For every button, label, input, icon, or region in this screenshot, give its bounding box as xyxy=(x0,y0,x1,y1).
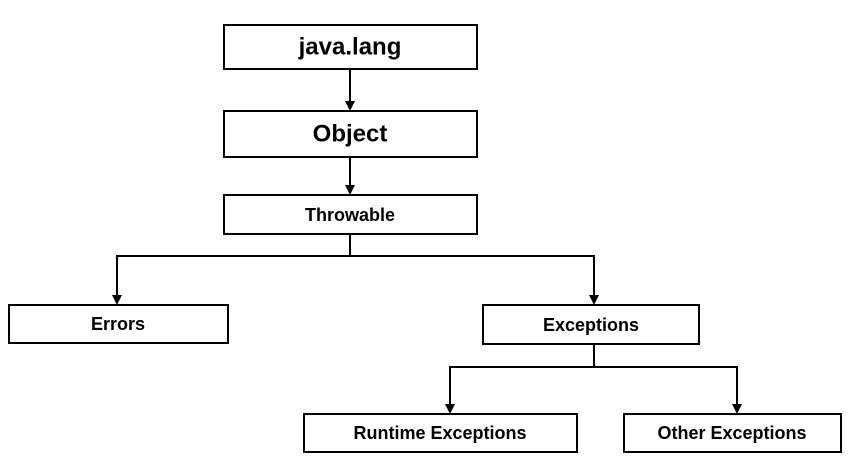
node-java-lang-box xyxy=(223,24,478,70)
node-other-exceptions-box xyxy=(623,413,842,453)
node-errors-label: Errors xyxy=(91,314,145,334)
node-other-exceptions-label: Other Exceptions xyxy=(657,423,806,443)
arrowhead-other-exceptions xyxy=(732,404,742,414)
node-runtime-exceptions-box xyxy=(303,413,578,453)
node-runtime-exceptions: Runtime Exceptions xyxy=(303,413,578,453)
node-exceptions-box xyxy=(482,304,700,345)
arrowhead-exceptions xyxy=(589,295,599,305)
arrowhead-errors xyxy=(112,295,122,305)
node-other-exceptions: Other Exceptions xyxy=(623,413,842,453)
node-java-lang: java.lang xyxy=(223,24,478,70)
node-exceptions: Exceptions xyxy=(482,304,700,345)
node-errors-box xyxy=(8,304,229,344)
node-java-lang-label: java.lang xyxy=(298,34,402,61)
node-object-label: Object xyxy=(313,121,388,148)
node-exceptions-label: Exceptions xyxy=(543,315,639,335)
node-runtime-exceptions-label: Runtime Exceptions xyxy=(353,423,526,443)
edges xyxy=(112,69,742,414)
arrowhead-throwable xyxy=(345,185,355,195)
node-throwable-box xyxy=(223,194,478,235)
node-throwable: Throwable xyxy=(223,194,478,235)
node-errors: Errors xyxy=(8,304,229,344)
arrowhead-runtime-exceptions xyxy=(445,404,455,414)
node-object: Object xyxy=(223,110,478,158)
node-object-box xyxy=(223,110,478,158)
node-throwable-label: Throwable xyxy=(305,205,395,225)
arrowhead-object xyxy=(345,101,355,111)
